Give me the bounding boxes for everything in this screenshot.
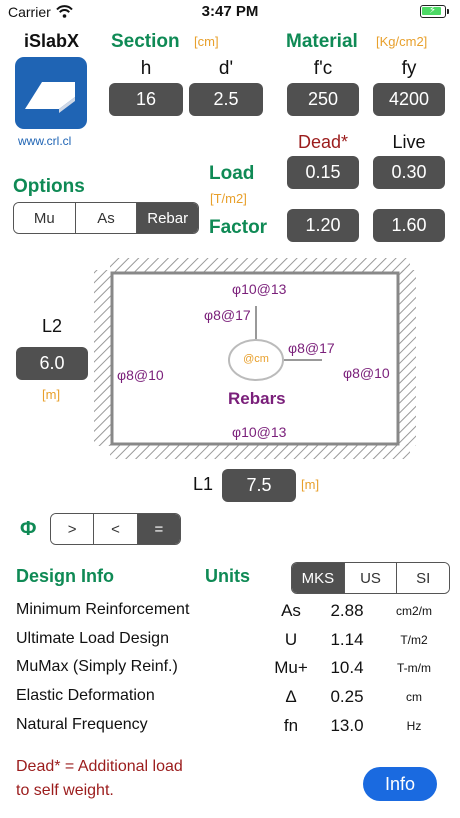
hatch-left (94, 270, 112, 446)
phi-symbol: Φ (20, 518, 37, 540)
rebar-bottom: φ10@13 (232, 424, 287, 440)
wifi-icon (56, 5, 73, 18)
rebar-left: φ8@10 (117, 367, 164, 383)
units-segmented-control: MKS US SI (291, 562, 450, 594)
fy-label: fy (401, 58, 417, 79)
h-label: h (140, 58, 152, 79)
result-label: Elastic Deformation (16, 687, 155, 704)
unit-us[interactable]: US (343, 563, 397, 593)
option-mu[interactable]: Mu (14, 203, 75, 233)
phi-segmented-control: > < = (50, 513, 181, 545)
dead-label: Dead* (297, 132, 349, 152)
result-label: Ultimate Load Design (16, 630, 169, 647)
fc-input[interactable]: 250 (287, 83, 359, 116)
center-ellipse (228, 339, 284, 381)
phi-greater-button[interactable]: > (51, 514, 94, 544)
l1-unit: [m] (301, 477, 320, 492)
clock: 3:47 PM (201, 3, 259, 20)
result-label: Natural Frequency (16, 716, 148, 733)
info-button[interactable]: Info (363, 767, 437, 801)
l2-unit: [m] (42, 387, 61, 402)
status-bar: Carrier 3:47 PM ⚡ (0, 0, 460, 24)
result-symbol: Δ (285, 687, 297, 706)
result-unit: T/m2 (400, 633, 428, 647)
unit-si[interactable]: SI (396, 563, 449, 593)
live-label: Live (392, 132, 426, 152)
option-as[interactable]: As (74, 203, 137, 233)
result-symbol: fn (283, 716, 299, 735)
phi-equal-button[interactable]: = (136, 514, 180, 544)
live-load-input[interactable]: 0.30 (373, 156, 445, 189)
rebar-center-vertical: φ8@17 (204, 307, 251, 323)
carrier-label: Carrier (8, 4, 51, 20)
result-label: MuMax (Simply Reinf.) (16, 658, 178, 675)
unit-mks[interactable]: MKS (292, 563, 344, 593)
d-label: d' (218, 58, 234, 79)
l2-input[interactable]: 6.0 (16, 347, 88, 380)
result-unit: Hz (406, 719, 422, 733)
section-unit: [cm] (194, 34, 219, 49)
dead-note-line2: to self weight. (16, 782, 114, 799)
l1-label: L1 (193, 474, 214, 494)
battery-icon: ⚡ (420, 5, 449, 18)
factor-label: Factor (209, 217, 268, 238)
result-symbol: Mu+ (274, 658, 308, 677)
result-value: 2.88 (330, 601, 364, 620)
center-tag: @cm (243, 353, 269, 365)
load-unit: [T/m2] (210, 191, 247, 206)
d-input[interactable]: 2.5 (189, 83, 263, 116)
result-label: Minimum Reinforcement (16, 601, 190, 618)
material-title: Material (286, 31, 358, 52)
result-unit: cm (406, 690, 422, 704)
result-value: 1.14 (330, 630, 364, 649)
rebar-center-horizontal: φ8@17 (288, 340, 335, 356)
result-value: 13.0 (330, 716, 364, 735)
l1-input[interactable]: 7.5 (222, 469, 296, 502)
design-info-title: Design Info (16, 566, 114, 586)
result-value: 0.25 (330, 687, 364, 706)
h-input[interactable]: 16 (109, 83, 183, 116)
rebar-top: φ10@13 (232, 281, 287, 297)
dead-load-input[interactable]: 0.15 (287, 156, 359, 189)
fy-input[interactable]: 4200 (373, 83, 445, 116)
live-factor-input[interactable]: 1.60 (373, 209, 445, 242)
hatch-bottom (110, 444, 410, 459)
fc-label: f'c (313, 58, 333, 79)
hatch-right (398, 270, 416, 446)
section-title: Section (111, 31, 180, 52)
slab-diagram (94, 258, 416, 459)
l2-label: L2 (41, 316, 63, 336)
result-value: 10.4 (330, 658, 364, 677)
hatch-top (110, 258, 410, 273)
app-url[interactable]: www.crl.cl (18, 134, 72, 148)
app-logo (15, 57, 87, 129)
result-symbol: U (284, 630, 298, 649)
dead-factor-input[interactable]: 1.20 (287, 209, 359, 242)
phi-less-button[interactable]: < (93, 514, 137, 544)
result-symbol: As (281, 601, 301, 620)
options-title: Options (13, 176, 85, 197)
options-segmented-control: Mu As Rebar (13, 202, 199, 234)
load-label: Load (209, 163, 255, 184)
units-title: Units (205, 566, 250, 586)
app-title: iSlabX (24, 31, 80, 51)
rebar-right: φ8@10 (343, 365, 390, 381)
material-unit: [Kg/cm2] (376, 34, 428, 49)
rebars-title: Rebars (228, 389, 286, 408)
option-rebar[interactable]: Rebar (136, 203, 198, 233)
dead-note-line1: Dead* = Additional load (16, 758, 183, 775)
result-unit: cm2/m (396, 604, 432, 618)
result-unit: T-m/m (397, 661, 431, 675)
